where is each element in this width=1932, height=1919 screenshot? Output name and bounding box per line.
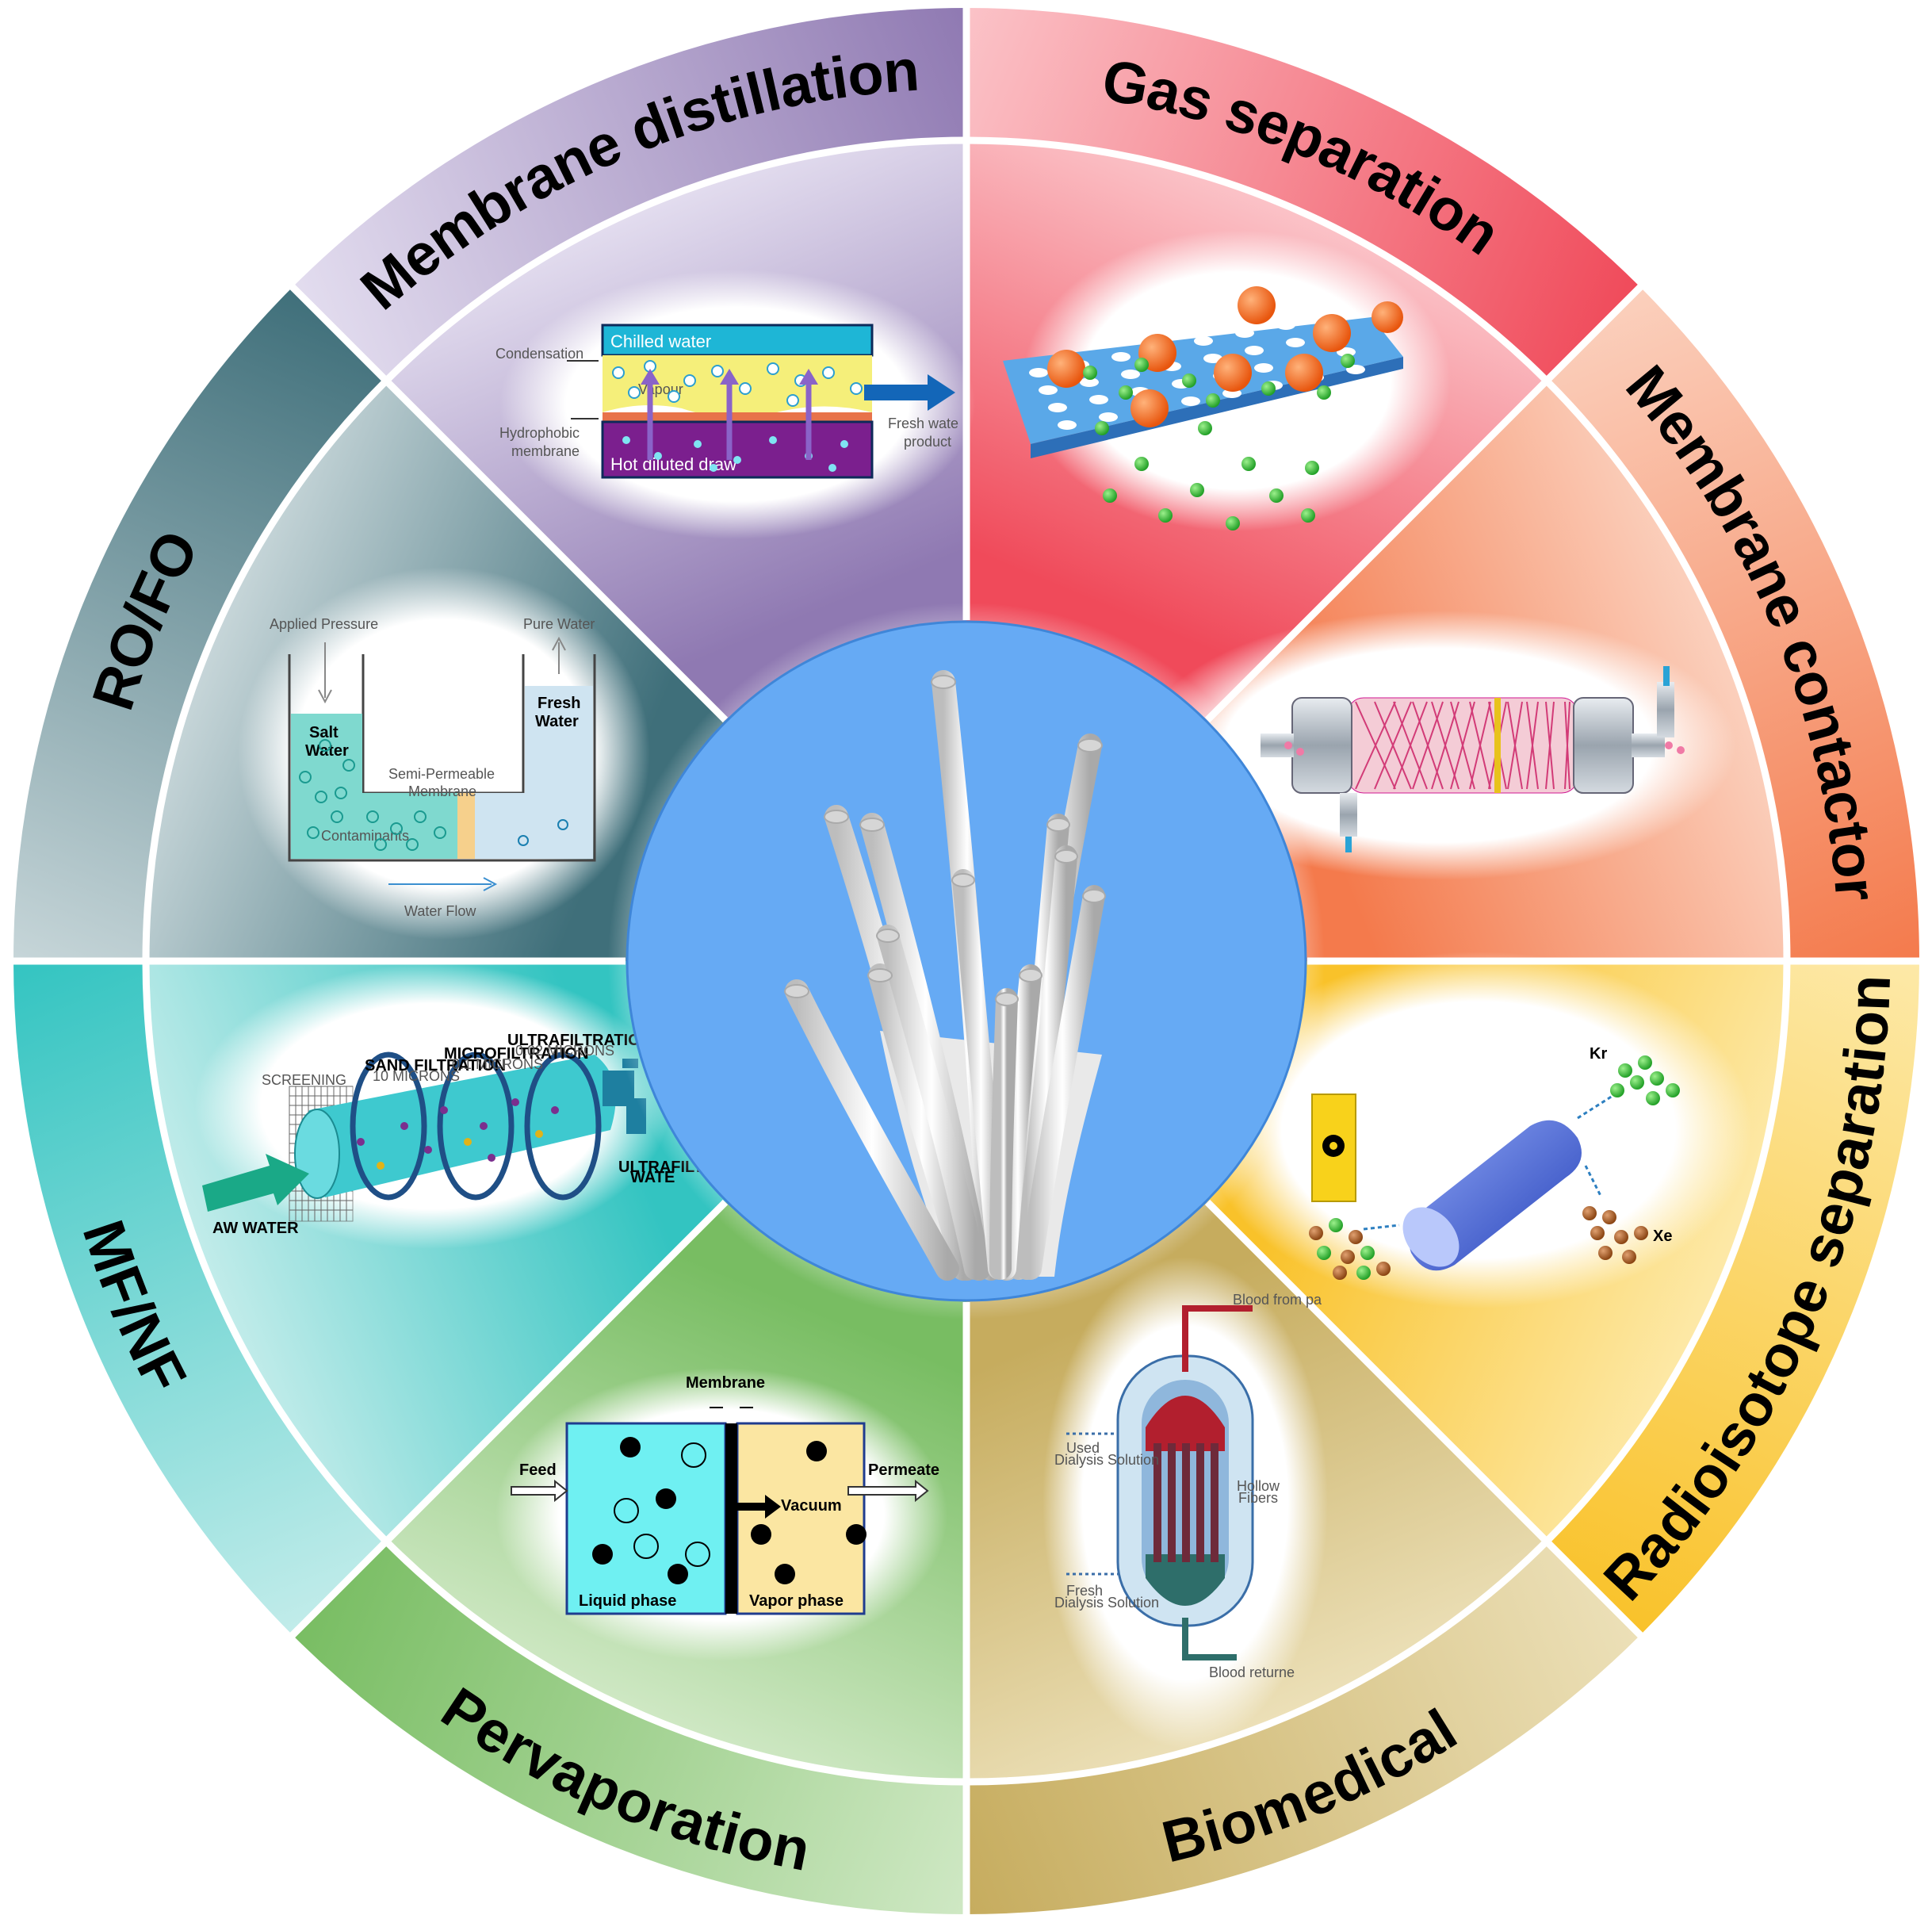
inset-text: Applied Pressure xyxy=(270,616,378,632)
inset-text: Hydrophobic xyxy=(499,425,580,441)
inset-text: Membrane xyxy=(408,783,476,799)
divider-line xyxy=(1204,1199,1646,1641)
inset-text: Feed xyxy=(519,1461,557,1479)
inset-text: Liquid phase xyxy=(579,1592,676,1610)
inner-ring-line xyxy=(142,136,1791,1786)
inset-text: WATE xyxy=(630,1169,675,1186)
inset-text: Fresh wate xyxy=(888,416,958,431)
divider-line xyxy=(287,282,729,723)
outer-ring-line xyxy=(9,3,1924,1919)
inset-text: Fresh xyxy=(1066,1583,1103,1599)
segment-bm-band xyxy=(966,1541,1643,1917)
inset-text: Blood from pa xyxy=(1233,1292,1322,1308)
inset-text: SCREENING xyxy=(262,1072,346,1088)
inset-text: Permeate xyxy=(868,1461,939,1479)
inset-text: ULTRAFILTRATION xyxy=(507,1032,652,1049)
inset-text: Fresh xyxy=(538,695,580,712)
segment-gs-band xyxy=(966,6,1643,381)
inset-text: Hot diluted draw xyxy=(610,454,736,474)
inset-text: Kr xyxy=(1590,1045,1607,1063)
inset-text: Vacuum xyxy=(781,1497,842,1515)
inset-text: Pure Water xyxy=(523,616,595,632)
segment-ro-band xyxy=(11,285,387,961)
inset-text: Chilled water xyxy=(610,331,711,351)
ro-illustration: SaltWaterFreshWaterSemi-PermeableMembran… xyxy=(238,567,650,940)
inset-text: Salt xyxy=(309,724,339,741)
divider-line xyxy=(287,1199,729,1641)
segment-rs-band xyxy=(1546,961,1922,1637)
inset-text: 0.02 MICRONS xyxy=(515,1043,614,1059)
inset-text: MICROFILTRATION xyxy=(444,1045,589,1063)
inset-text: 0.1 MICRONS xyxy=(452,1056,543,1072)
inset-text: product xyxy=(904,434,951,450)
inset-text: membrane xyxy=(511,443,580,459)
inset-text: Hollow xyxy=(1237,1478,1280,1494)
inset-text: Blood returne xyxy=(1209,1664,1295,1680)
segment-md-band xyxy=(290,6,966,381)
segment-mf-band xyxy=(11,961,387,1637)
inset-text: Vapor phase xyxy=(749,1592,844,1610)
inset-text: Semi-Permeable xyxy=(388,766,495,782)
inset-text: AW WATER xyxy=(212,1220,299,1237)
inset-text: SAND FILTRATION xyxy=(365,1057,506,1074)
inset-text: Condensation xyxy=(495,346,583,362)
inset-text: Dialysis Solution xyxy=(1054,1595,1159,1611)
center-hub xyxy=(608,603,1325,1320)
inset-text: Xe xyxy=(1653,1228,1672,1245)
gs-illustration xyxy=(1003,230,1451,531)
inset-text: Used xyxy=(1066,1440,1100,1456)
inset-text: Fibers xyxy=(1238,1490,1278,1506)
inset-text: Water Flow xyxy=(404,903,476,919)
inset-text: Contaminants xyxy=(321,828,409,844)
inset-text: 10 MICRONS xyxy=(373,1068,460,1084)
inset-text: Membrane xyxy=(686,1374,765,1392)
segment-pv-band xyxy=(290,1541,966,1917)
inset-text: Water xyxy=(535,713,579,730)
segment-mc-band xyxy=(1546,285,1922,961)
hollow-fiber-bundle-icon xyxy=(784,670,1106,1281)
inset-text: Dialysis Solution xyxy=(1054,1452,1159,1468)
